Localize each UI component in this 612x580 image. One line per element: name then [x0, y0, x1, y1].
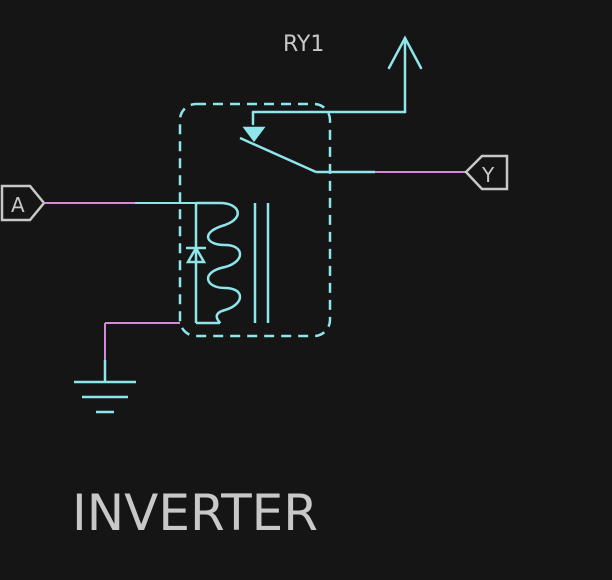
output-port-label: Y [481, 163, 495, 187]
component-reference-label: RY1 [283, 32, 324, 57]
schematic-caption: INVERTER [72, 484, 318, 542]
input-port-label: A [11, 193, 25, 217]
relay-contact-switch [239, 126, 375, 174]
output-port[interactable]: Y [464, 154, 509, 191]
ground-icon [74, 360, 136, 414]
ground-wire [104, 322, 180, 360]
power-arrow-icon [251, 35, 423, 126]
relay-enclosure [178, 102, 332, 338]
flyback-diode-icon [185, 245, 207, 264]
input-port[interactable]: A [0, 184, 46, 222]
relay-coil-icon [194, 201, 270, 325]
